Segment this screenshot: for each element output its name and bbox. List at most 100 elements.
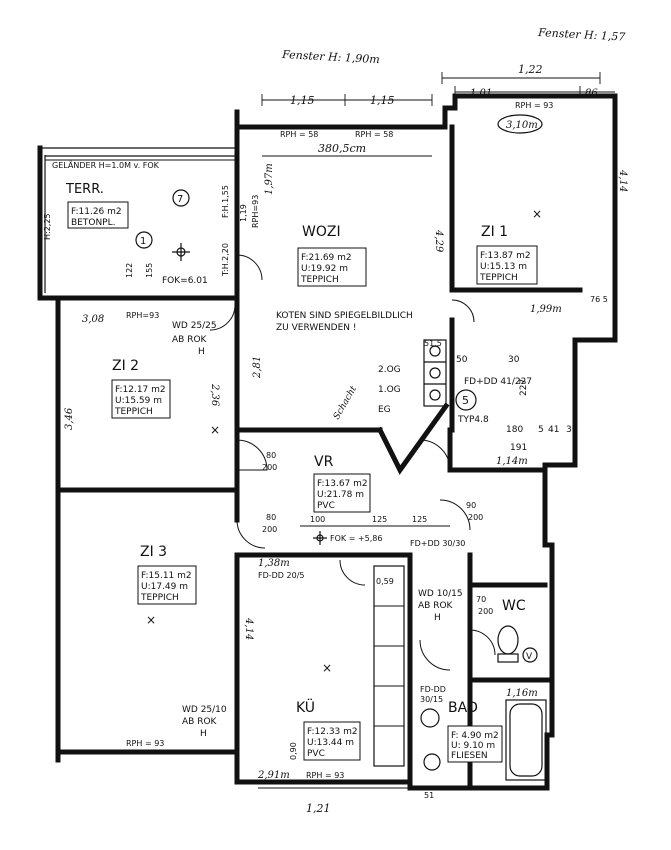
bad-info-box xyxy=(447,725,503,763)
washbasin-symbol xyxy=(420,708,441,771)
zi1-center-mark: × xyxy=(532,207,542,221)
dim-bottom-51: 51 xyxy=(424,791,434,800)
zi2-floor: TEPPICH xyxy=(114,407,153,417)
zi2-info-box xyxy=(111,379,171,419)
ku-info-box xyxy=(303,721,361,761)
zi3-info-box xyxy=(137,565,197,605)
stair-label-2og: 2.OG xyxy=(378,365,401,375)
ku-center-mark: × xyxy=(322,661,332,675)
vr-info-box xyxy=(313,473,371,513)
zi1-dim-right: 4,14 xyxy=(617,169,628,192)
zi2-area: F:12.17 m2 xyxy=(115,385,166,395)
stair-dim-227: 227 xyxy=(519,379,529,396)
vr-dim-200b: 200 xyxy=(262,525,277,534)
ku-name: KÜ xyxy=(296,698,315,716)
ku-dim-left: 4,14 xyxy=(243,617,254,640)
fenster-height-note-top: Fenster H: 1,90m xyxy=(281,48,380,66)
zi3-area: F:15.11 m2 xyxy=(141,571,192,581)
vr-area: F:13.67 m2 xyxy=(317,479,368,489)
zi2-center-mark: × xyxy=(210,423,220,437)
ku-dim-top: 1,38m xyxy=(258,558,290,569)
stair-label-schacht: Schacht xyxy=(332,384,359,421)
kitchen-counter xyxy=(373,565,405,767)
bad-name: BAD xyxy=(448,700,478,716)
terrace-info-box xyxy=(67,201,129,229)
vr-dim-80b: 80 xyxy=(266,513,276,522)
entry-fok: FOK = +5,86 xyxy=(330,534,382,543)
zi1-rph: RPH = 93 xyxy=(515,101,553,110)
top-dimension-chain xyxy=(261,72,615,106)
typ-number: 5 xyxy=(462,394,469,407)
terrace-marker-1 xyxy=(135,231,153,249)
zi3-name: ZI 3 xyxy=(140,544,167,560)
wc-dim-200: 200 xyxy=(478,607,493,616)
zi1-perimeter: U:15.13 m xyxy=(480,262,527,272)
zi2-dim-right: 2,36 xyxy=(209,383,220,407)
typ-circle xyxy=(455,389,477,411)
door-swings xyxy=(209,254,496,671)
wozi-rph-right: RPH = 58 xyxy=(355,130,393,139)
stair-dim-180: 180 xyxy=(506,425,523,435)
entry-fok-symbol xyxy=(313,531,327,545)
terrace-marker-1-label: 1 xyxy=(140,236,146,247)
bad-perimeter: U: 9.10 m xyxy=(451,741,495,751)
interior-walls xyxy=(55,124,583,791)
vr-dim-100: 100 xyxy=(310,515,325,524)
stair-dim-30: 30 xyxy=(508,355,520,365)
zi1-dim-low2: 76 5 xyxy=(590,295,608,304)
dim-bottom-121: 1,21 xyxy=(306,802,331,815)
fenster-height-note-right: Fenster H: 1,57 xyxy=(537,26,626,44)
terrace-dim-window: F:H.1,55 xyxy=(221,185,230,218)
wc-vent-label: V xyxy=(526,652,533,662)
zi1-floor: TEPPICH xyxy=(479,273,518,283)
typ-label: TYP4.8 xyxy=(457,415,489,425)
wozi-dim-low: 2,81 xyxy=(252,356,263,379)
zi3-h: H xyxy=(200,729,207,739)
wozi-area: F:21.69 m2 xyxy=(301,253,352,263)
wc-wd: WD 10/15 xyxy=(418,589,463,599)
zi1-dim-top-ring xyxy=(497,114,543,134)
zi3-floor: TEPPICH xyxy=(140,593,179,603)
terrace-dim-122: 122 xyxy=(125,263,134,278)
ku-dim-090: 0,90 xyxy=(289,742,298,760)
zi1-dim-top: 3,10m xyxy=(506,120,538,131)
zi3-wd: WD 25/10 xyxy=(182,705,227,715)
stair-dim-41: 41 xyxy=(548,425,559,435)
toilet-symbol xyxy=(497,625,519,663)
wc-dim-200b: 200 xyxy=(468,513,483,522)
stair-dim-5: 5 xyxy=(538,425,544,435)
dim-top-2: 1,15 xyxy=(290,94,315,107)
stair-dim-50: 50 xyxy=(456,355,468,365)
ku-rph: RPH = 93 xyxy=(306,771,344,780)
vr-dim-80a: 80 xyxy=(266,451,276,460)
zi2-name: ZI 2 xyxy=(112,358,139,374)
vr-perimeter: U:21.78 m xyxy=(317,490,364,500)
terrace-railing xyxy=(45,155,237,161)
ku-dim-059: 0,59 xyxy=(376,577,394,586)
stair-fd: FD+DD 41/227 xyxy=(464,377,532,387)
terrace-name: TERR. xyxy=(65,182,104,197)
zi2-rph: RPH=93 xyxy=(126,311,159,320)
ku-area: F:12.33 m2 xyxy=(307,727,358,737)
terrace-dim-door: T:H.2,20 xyxy=(221,243,230,277)
zi2-h: H xyxy=(198,347,205,357)
zi2-abrok: AB ROK xyxy=(172,335,208,345)
wozi-perimeter: U:19.92 m xyxy=(301,264,348,274)
terrace-drain-symbol xyxy=(172,243,190,261)
wc-vent-marker xyxy=(522,647,538,663)
wozi-rph-left: RPH = 58 xyxy=(280,130,318,139)
dim-top-1: 1,22 xyxy=(518,63,543,76)
terrace-floor: BETONPL. xyxy=(71,218,115,228)
bad-fd-2: 30/15 xyxy=(420,695,443,704)
wozi-note-1: KOTEN SIND SPIEGELBILDLICH xyxy=(276,311,413,321)
wozi-height: 1,97m xyxy=(264,163,275,195)
ku-floor: PVC xyxy=(307,749,325,759)
wc-abrok: AB ROK xyxy=(418,601,454,611)
exterior-walls xyxy=(37,93,618,791)
stair-shaft xyxy=(376,339,450,475)
ku-perimeter: U:13.44 m xyxy=(307,738,354,748)
dim-top-3: 1,15 xyxy=(370,94,395,107)
wozi-dim-right: 4,29 xyxy=(433,229,444,253)
terrace-fok: FOK=6.01 xyxy=(162,276,208,286)
